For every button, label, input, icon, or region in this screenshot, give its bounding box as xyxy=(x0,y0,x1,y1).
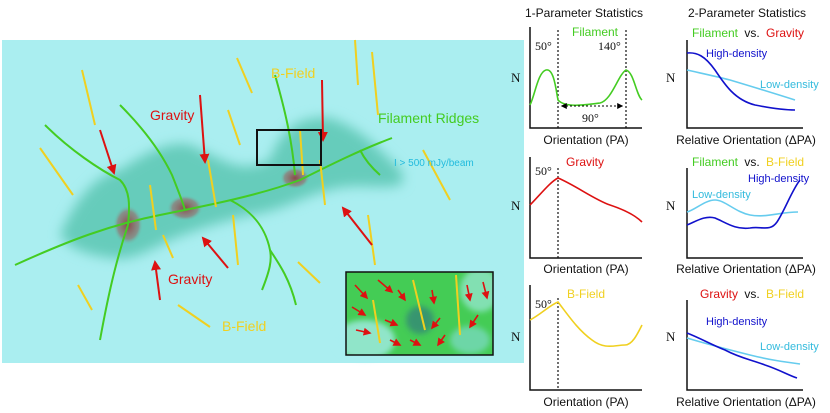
n-axis-label: N xyxy=(666,329,676,344)
title-part-bfield: B-Field xyxy=(766,287,804,301)
panel-2param-gravity-bfield: N Gravity vs. B-Field High-density Low-d… xyxy=(666,287,819,409)
title-part-filament: Filament xyxy=(692,26,739,40)
filament-ridges xyxy=(14,74,393,341)
panel-1param-gravity: N 50° Gravity Orientation (PA) xyxy=(511,155,643,276)
filament-map: B-Field Gravity Filament Ridges I > 500 … xyxy=(2,39,524,363)
panel-title-gravity: Gravity xyxy=(566,155,604,169)
title-part-vs: vs. xyxy=(744,155,759,169)
title-part-vs: vs. xyxy=(744,287,759,301)
n-axis-label: N xyxy=(511,198,521,213)
panel-2param-filament-gravity: N Filament vs. Gravity High-density Low-… xyxy=(666,26,819,147)
title-part-bfield: B-Field xyxy=(766,155,804,169)
x-axis-label: Orientation (PA) xyxy=(543,133,628,147)
map-label-gravity-top: Gravity xyxy=(150,107,194,123)
map-label-bfield-bottom: B-Field xyxy=(222,318,266,334)
title-part-filament: Filament xyxy=(692,155,739,169)
angle-140-label: 140° xyxy=(598,39,621,53)
x-axis-label: Relative Orientation (ΔPA) xyxy=(676,262,816,276)
col2-title: 2-Parameter Statistics xyxy=(688,6,806,20)
n-axis-label: N xyxy=(666,198,676,213)
n-axis-label: N xyxy=(666,70,676,85)
label-low-density: Low-density xyxy=(760,341,819,353)
panel-title-bfield: B-Field xyxy=(567,287,605,301)
zoom-inset xyxy=(335,268,500,360)
label-low-density: Low-density xyxy=(692,189,751,201)
label-high-density: High-density xyxy=(706,316,768,328)
angle-50-label: 50° xyxy=(535,297,552,311)
zoom-box xyxy=(256,129,322,166)
map-label-filament-ridges: Filament Ridges xyxy=(378,110,479,126)
x-axis-label: Relative Orientation (ΔPA) xyxy=(676,395,816,409)
panel-title-filament-vs-gravity: Filament vs. Gravity xyxy=(692,26,804,40)
b-field-vectors xyxy=(39,39,451,328)
gravity-vectors xyxy=(99,79,373,301)
title-part-gravity: Gravity xyxy=(700,287,738,301)
label-low-density: Low-density xyxy=(760,79,819,91)
label-high-density: High-density xyxy=(706,48,768,60)
angle-50-label: 50° xyxy=(535,164,552,178)
title-part-gravity: Gravity xyxy=(766,26,804,40)
panel-1param-bfield: N 50° B-Field Orientation (PA) xyxy=(511,285,643,409)
x-axis-label: Relative Orientation (ΔPA) xyxy=(676,133,816,147)
map-label-intensity: I > 500 mJy/beam xyxy=(394,158,474,169)
map-label-bfield-top: B-Field xyxy=(271,65,315,81)
n-axis-label: N xyxy=(511,70,521,85)
panel-1param-filament: N 50° 140° Filament 90° Orientation (PA) xyxy=(511,25,643,147)
angle-50-label: 50° xyxy=(535,39,552,53)
angle-90-label: 90° xyxy=(582,111,599,125)
map-label-gravity-bottom: Gravity xyxy=(168,271,212,287)
cloud-emission xyxy=(60,117,404,259)
n-axis-label: N xyxy=(511,329,521,344)
panel-title-filament-vs-bfield: Filament vs. B-Field xyxy=(692,155,804,169)
title-part-vs: vs. xyxy=(744,26,759,40)
x-axis-label: Orientation (PA) xyxy=(543,395,628,409)
label-high-density: High-density xyxy=(748,173,810,185)
col1-title: 1-Parameter Statistics xyxy=(525,6,643,20)
panel-title-gravity-vs-bfield: Gravity vs. B-Field xyxy=(700,287,804,301)
x-axis-label: Orientation (PA) xyxy=(543,262,628,276)
panel-title-filament: Filament xyxy=(572,25,619,39)
panel-2param-filament-bfield: N Filament vs. B-Field High-density Low-… xyxy=(666,155,816,276)
